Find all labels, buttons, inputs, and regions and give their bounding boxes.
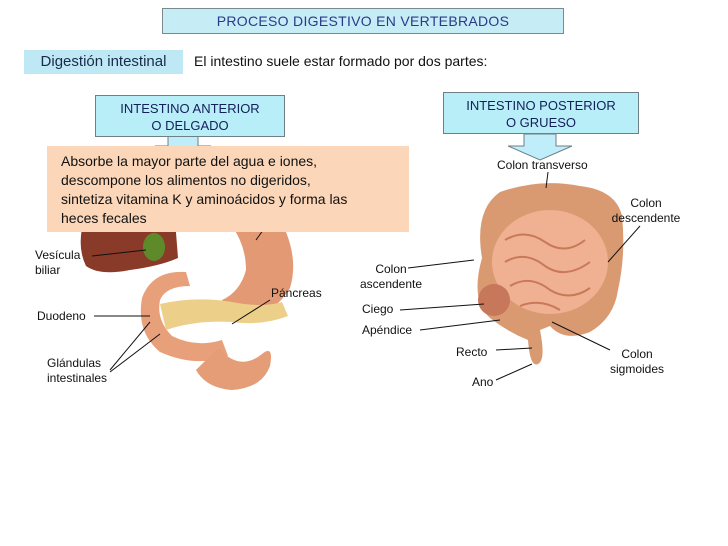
box-intestino-posterior: INTESTINO POSTERIOR O GRUESO xyxy=(443,92,639,134)
stomach-shape xyxy=(222,221,294,319)
label-vesicula-line1: Vesícula xyxy=(35,248,81,262)
intro-text: El intestino suele estar formado por dos… xyxy=(194,53,488,69)
cecum-shape xyxy=(478,284,510,316)
leader-lines-right xyxy=(399,171,641,381)
arrow-posterior xyxy=(507,133,573,161)
label-ano: Ano xyxy=(472,375,494,389)
page-title: PROCESO DIGESTIVO EN VERTEBRADOS xyxy=(162,8,564,34)
pancreas-shape xyxy=(160,299,288,330)
coil-lines xyxy=(504,233,591,311)
label-glandulas-line2: intestinales xyxy=(47,371,108,385)
leader-lines-left xyxy=(91,225,271,373)
label-colon-descendente-line1: Colon xyxy=(630,196,662,210)
small-intestine-coils-shape xyxy=(492,210,608,314)
label-duodeno: Duodeno xyxy=(37,309,86,323)
section-label: Digestión intestinal xyxy=(24,50,183,74)
box-posterior-line2: O GRUESO xyxy=(505,115,577,130)
box-anterior-line1: INTESTINO ANTERIOR xyxy=(120,101,260,116)
label-vesicula-biliar: Vesícula biliar xyxy=(35,248,80,278)
duodenum-shape xyxy=(140,271,228,362)
label-colon-sigmoides-line1: Colon xyxy=(621,347,653,361)
label-apendice: Apéndice xyxy=(362,323,413,337)
label-colon-sigmoides: Colon sigmoides xyxy=(600,347,674,377)
callout-description: Absorbe la mayor parte del agua e iones,… xyxy=(47,146,409,232)
label-colon-ascendente-line2: ascendente xyxy=(359,277,423,291)
label-colon-ascendente: Colon ascendente xyxy=(352,262,430,292)
label-colon-ascendente-line1: Colon xyxy=(375,262,407,276)
callout-line4: heces fecales xyxy=(61,210,147,226)
label-ciego: Ciego xyxy=(362,302,394,316)
small-intestine-left-shape xyxy=(196,348,271,390)
label-glandulas-line1: Glándulas xyxy=(47,356,102,370)
label-glandulas-intestinales: Glándulas intestinales xyxy=(47,356,107,386)
label-colon-transverso: Colon transverso xyxy=(497,158,588,172)
label-pancreas: Páncreas xyxy=(271,286,322,300)
label-colon-sigmoides-line2: sigmoides xyxy=(609,362,665,376)
box-posterior-line1: INTESTINO POSTERIOR xyxy=(466,98,616,113)
box-anterior-line2: O DELGADO xyxy=(151,118,229,133)
label-colon-descendente: Colon descendente xyxy=(603,196,689,226)
label-vesicula-line2: biliar xyxy=(35,263,61,277)
box-intestino-anterior: INTESTINO ANTERIOR O DELGADO xyxy=(95,95,285,137)
label-recto: Recto xyxy=(456,345,488,359)
callout-line1: Absorbe la mayor parte del agua e iones, xyxy=(61,153,318,169)
callout-line3: sintetiza vitamina K y aminoácidos y for… xyxy=(61,191,348,207)
label-colon-descendente-line2: descendente xyxy=(611,211,681,225)
gallbladder-shape xyxy=(143,233,165,261)
callout-line2: descompone los alimentos no digeridos, xyxy=(61,172,311,188)
